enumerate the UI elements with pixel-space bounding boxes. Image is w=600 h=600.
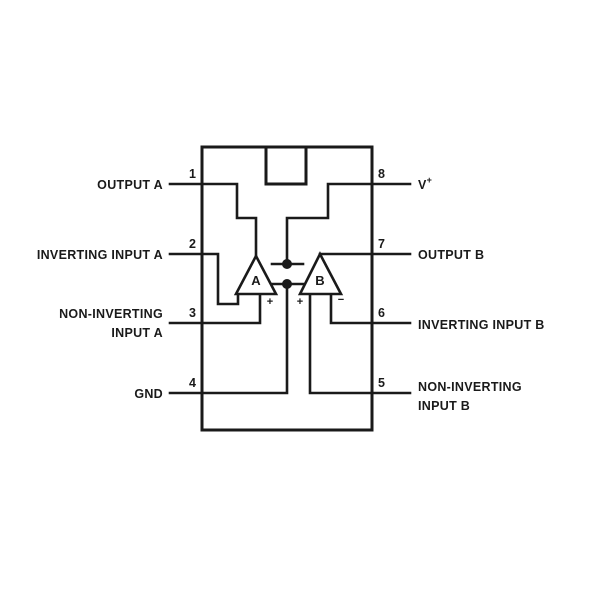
junction-gnd-dot: [282, 279, 292, 289]
amp-a-minus-sign: −: [232, 299, 238, 311]
amplifier-b-symbol: [297, 251, 344, 296]
pin-3-label-line1: NON-INVERTING: [59, 307, 163, 321]
wire-gnd: [200, 282, 289, 395]
pin-5-number: 5: [378, 376, 385, 390]
pin-8-label-main: V: [418, 178, 427, 192]
wire-noninverting-b: [308, 292, 374, 395]
wire-inverting-b: [329, 292, 374, 325]
pin-4-number: 4: [189, 376, 196, 390]
pin-4-label: GND: [134, 387, 163, 401]
wire-inverting-a: [200, 252, 240, 306]
wire-output-a: [200, 182, 258, 260]
amplifier-b-letter: B: [315, 273, 324, 288]
amp-a-plus-sign: +: [267, 296, 273, 308]
amplifier-a-symbol: [233, 253, 279, 296]
pin-3-number: 3: [189, 306, 196, 320]
pin-5-label-line2: INPUT B: [418, 399, 470, 413]
pin-5-label-line1: NON-INVERTING: [418, 380, 522, 394]
pin-6-label: INVERTING INPUT B: [418, 318, 545, 332]
pin-3-label-line2: INPUT A: [111, 326, 163, 340]
pin-2-number: 2: [189, 237, 196, 251]
pin-1-number: 1: [189, 167, 196, 181]
amp-b-plus-sign: +: [297, 296, 303, 308]
package-notch: [264, 145, 308, 186]
amplifier-a-letter: A: [251, 273, 261, 288]
pin-8-number: 8: [378, 167, 385, 181]
pin-8-label-sup: +: [427, 175, 433, 185]
pin-1-label: OUTPUT A: [97, 178, 163, 192]
pin-2-label: INVERTING INPUT A: [37, 248, 163, 262]
wire-noninverting-a: [200, 292, 262, 325]
wire-vplus: [285, 182, 374, 266]
junction-vplus-dot: [282, 259, 292, 269]
pin-7-number: 7: [378, 237, 385, 251]
pin-7-label: OUTPUT B: [418, 248, 484, 262]
amp-b-minus-sign: −: [338, 294, 344, 306]
pin-8-label: V+: [418, 175, 432, 192]
pin-6-number: 6: [378, 306, 385, 320]
